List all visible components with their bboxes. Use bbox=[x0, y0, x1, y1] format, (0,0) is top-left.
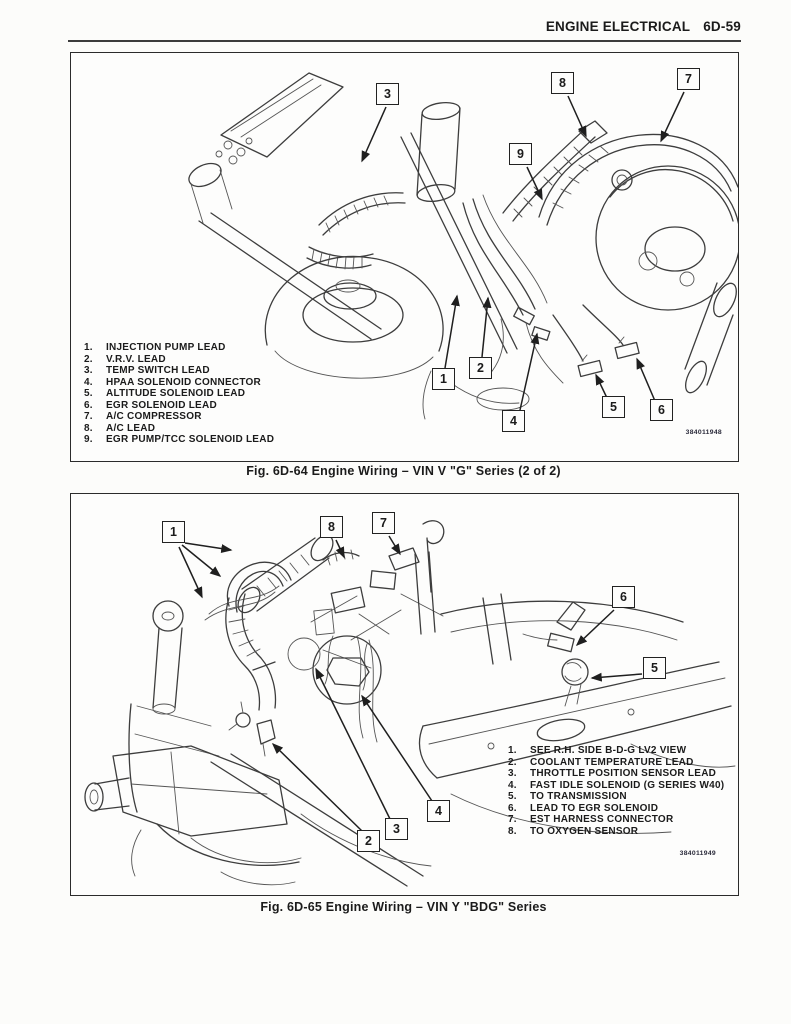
legend-list: 1.INJECTION PUMP LEAD 2.V.R.V. LEAD 3.TE… bbox=[84, 342, 274, 446]
page-header: ENGINE ELECTRICAL 6D-59 bbox=[0, 19, 741, 34]
figure-caption-6d64: Fig. 6D-64 Engine Wiring – VIN V "G" Ser… bbox=[246, 464, 561, 478]
header-rule bbox=[68, 40, 741, 42]
legend-item: 7.A/C COMPRESSOR bbox=[84, 411, 202, 422]
engine-diagram-6d64 bbox=[188, 72, 738, 420]
header-section-title: ENGINE ELECTRICAL bbox=[545, 19, 691, 34]
legend-item: 9.EGR PUMP/TCC SOLENOID LEAD bbox=[84, 434, 275, 445]
callout-6: 6 bbox=[650, 399, 673, 421]
callout-1: 1 bbox=[432, 368, 455, 390]
legend-item: 3.TEMP SWITCH LEAD bbox=[84, 365, 210, 376]
figure-box-6d64: 3 8 7 9 1 2 4 5 6 1.INJECTION PUMP LEAD … bbox=[70, 52, 739, 462]
leader-lines bbox=[178, 535, 643, 832]
callout-4: 4 bbox=[427, 800, 450, 822]
callout-2: 2 bbox=[357, 830, 380, 852]
callout-3: 3 bbox=[385, 818, 408, 840]
legend-item: 6.LEAD TO EGR SOLENOID bbox=[508, 802, 659, 814]
part-number: 384011949 bbox=[679, 850, 716, 857]
part-number: 384011948 bbox=[685, 429, 722, 436]
legend-item: 1.SEE R.H. SIDE B-D-G LV2 VIEW bbox=[508, 745, 687, 756]
callout-7: 7 bbox=[372, 512, 395, 534]
leader-lines bbox=[361, 91, 685, 411]
legend-item: 3.THROTTLE POSITION SENSOR LEAD bbox=[508, 768, 717, 779]
legend-item: 8.TO OXYGEN SENSOR bbox=[508, 825, 639, 837]
legend-item: 1.INJECTION PUMP LEAD bbox=[84, 342, 226, 353]
callout-3: 3 bbox=[376, 83, 399, 105]
legend-item: 2.V.R.V. LEAD bbox=[84, 353, 166, 365]
callout-8: 8 bbox=[551, 72, 574, 94]
legend-item: 6.EGR SOLENOID LEAD bbox=[84, 399, 217, 411]
header-page-number: 6D-59 bbox=[703, 19, 741, 34]
callout-5: 5 bbox=[643, 657, 666, 679]
engine-diagram-6d65 bbox=[84, 520, 736, 887]
figure-box-6d65: 1 8 7 6 5 4 3 2 1.SEE R.H. SIDE B-D-G LV… bbox=[70, 493, 739, 896]
callout-4: 4 bbox=[502, 410, 525, 432]
legend-item: 4.FAST IDLE SOLENOID (G SERIES W40) bbox=[508, 779, 725, 791]
legend-item: 7.EST HARNESS CONNECTOR bbox=[508, 814, 674, 825]
figure-caption-6d65: Fig. 6D-65 Engine Wiring – VIN Y "BDG" S… bbox=[260, 900, 547, 914]
legend-item: 4.HPAA SOLENOID CONNECTOR bbox=[84, 376, 262, 388]
callout-6: 6 bbox=[612, 586, 635, 608]
callout-2: 2 bbox=[469, 357, 492, 379]
callout-9: 9 bbox=[509, 143, 532, 165]
legend-item: 5.TO TRANSMISSION bbox=[508, 791, 627, 802]
callout-8: 8 bbox=[320, 516, 343, 538]
legend-item: 5.ALTITUDE SOLENOID LEAD bbox=[84, 388, 246, 399]
callout-7: 7 bbox=[677, 68, 700, 90]
callout-5: 5 bbox=[602, 396, 625, 418]
legend-item: 8.A/C LEAD bbox=[84, 422, 156, 434]
legend-list: 1.SEE R.H. SIDE B-D-G LV2 VIEW 2.COOLANT… bbox=[508, 745, 724, 837]
callout-1: 1 bbox=[162, 521, 185, 543]
legend-item: 2.COOLANT TEMPERATURE LEAD bbox=[508, 756, 694, 768]
